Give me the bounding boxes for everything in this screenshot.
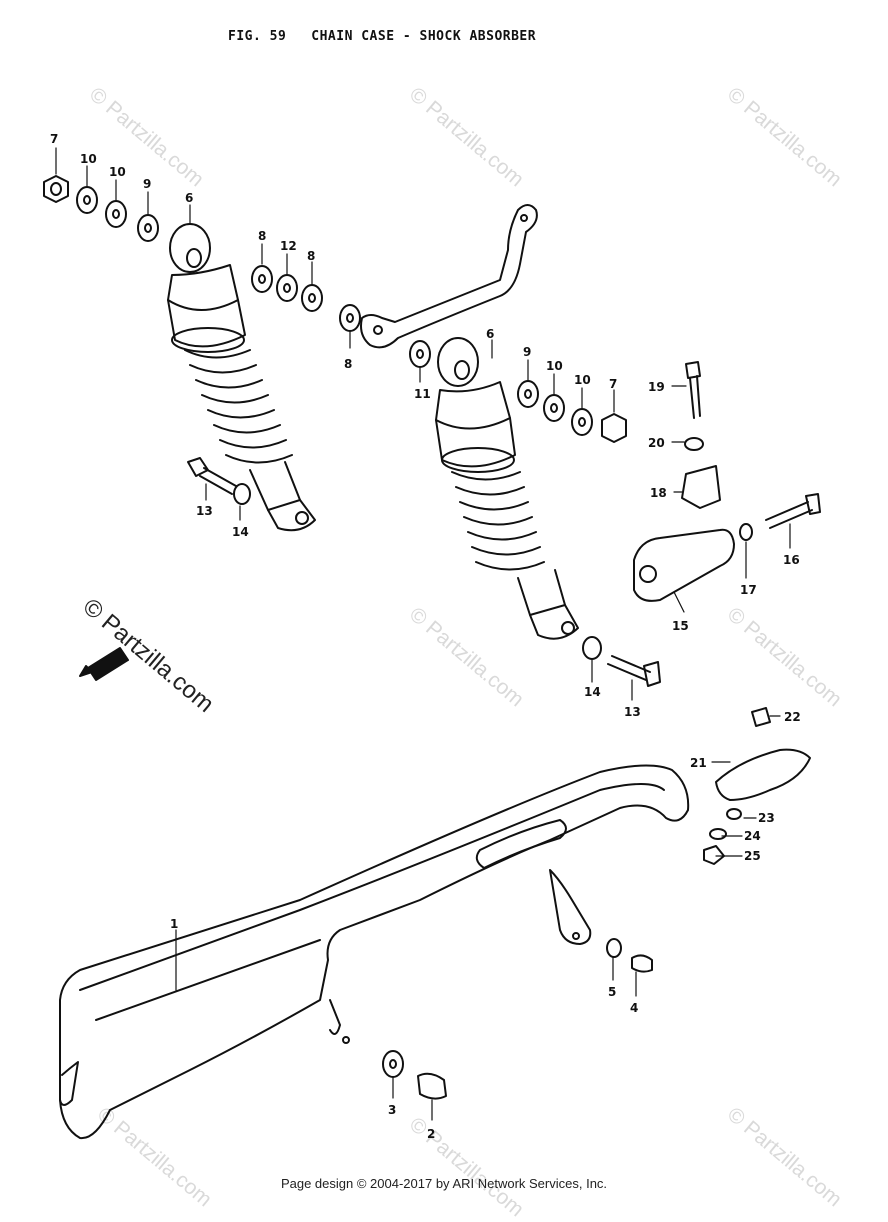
callout-6: 6: [185, 191, 193, 205]
callout-14: 14: [232, 525, 249, 539]
callout-13: 13: [196, 504, 213, 518]
callout-1: 1: [170, 917, 178, 931]
callout-5: 5: [608, 985, 616, 999]
callout-17: 17: [740, 583, 757, 597]
callout-7: 7: [50, 132, 58, 146]
callout-24: 24: [744, 829, 761, 843]
callout-6: 6: [486, 327, 494, 341]
hardware-left-stack: [43, 175, 431, 368]
shock-absorber-right: [435, 337, 579, 640]
callout-10: 10: [546, 359, 563, 373]
figure-title: FIG. 59 CHAIN CASE - SHOCK ABSORBER: [228, 29, 537, 44]
callout-19: 19: [648, 380, 665, 394]
callout-8: 8: [344, 357, 352, 371]
callout-2: 2: [427, 1127, 435, 1141]
callout-8: 8: [258, 229, 266, 243]
callout-10: 10: [574, 373, 591, 387]
callout-13: 13: [624, 705, 641, 719]
callout-21: 21: [690, 756, 707, 770]
page-footer: Page design © 2004-2017 by ARI Network S…: [280, 1176, 608, 1191]
callout-15: 15: [672, 619, 689, 633]
torque-link: [633, 361, 821, 602]
callout-8: 8: [307, 249, 315, 263]
fwd-arrow-icon: [79, 647, 129, 681]
callout-9: 9: [143, 177, 151, 191]
callout-9: 9: [523, 345, 531, 359]
callout-11: 11: [414, 387, 431, 401]
bolts: [187, 457, 661, 687]
callout-20: 20: [648, 436, 665, 450]
callout-4: 4: [630, 1001, 638, 1015]
callout-16: 16: [783, 553, 800, 567]
callout-23: 23: [758, 811, 775, 825]
callout-14: 14: [584, 685, 601, 699]
callout-labels: 7 10 10 9 6 8 12 8 8 11 6 9 10 10 7 19 2…: [50, 132, 801, 1141]
callout-10: 10: [80, 152, 97, 166]
callout-18: 18: [650, 486, 667, 500]
callout-3: 3: [388, 1103, 396, 1117]
callout-12: 12: [280, 239, 297, 253]
hardware-right-stack: [517, 380, 627, 443]
shock-bracket: [360, 204, 538, 349]
callout-22: 22: [784, 710, 801, 724]
callout-10: 10: [109, 165, 126, 179]
chain-case-hardware: [382, 707, 811, 1100]
chain-case: [59, 764, 690, 1140]
callout-25: 25: [744, 849, 761, 863]
leader-lines: [55, 147, 791, 1121]
callout-7: 7: [609, 377, 617, 391]
